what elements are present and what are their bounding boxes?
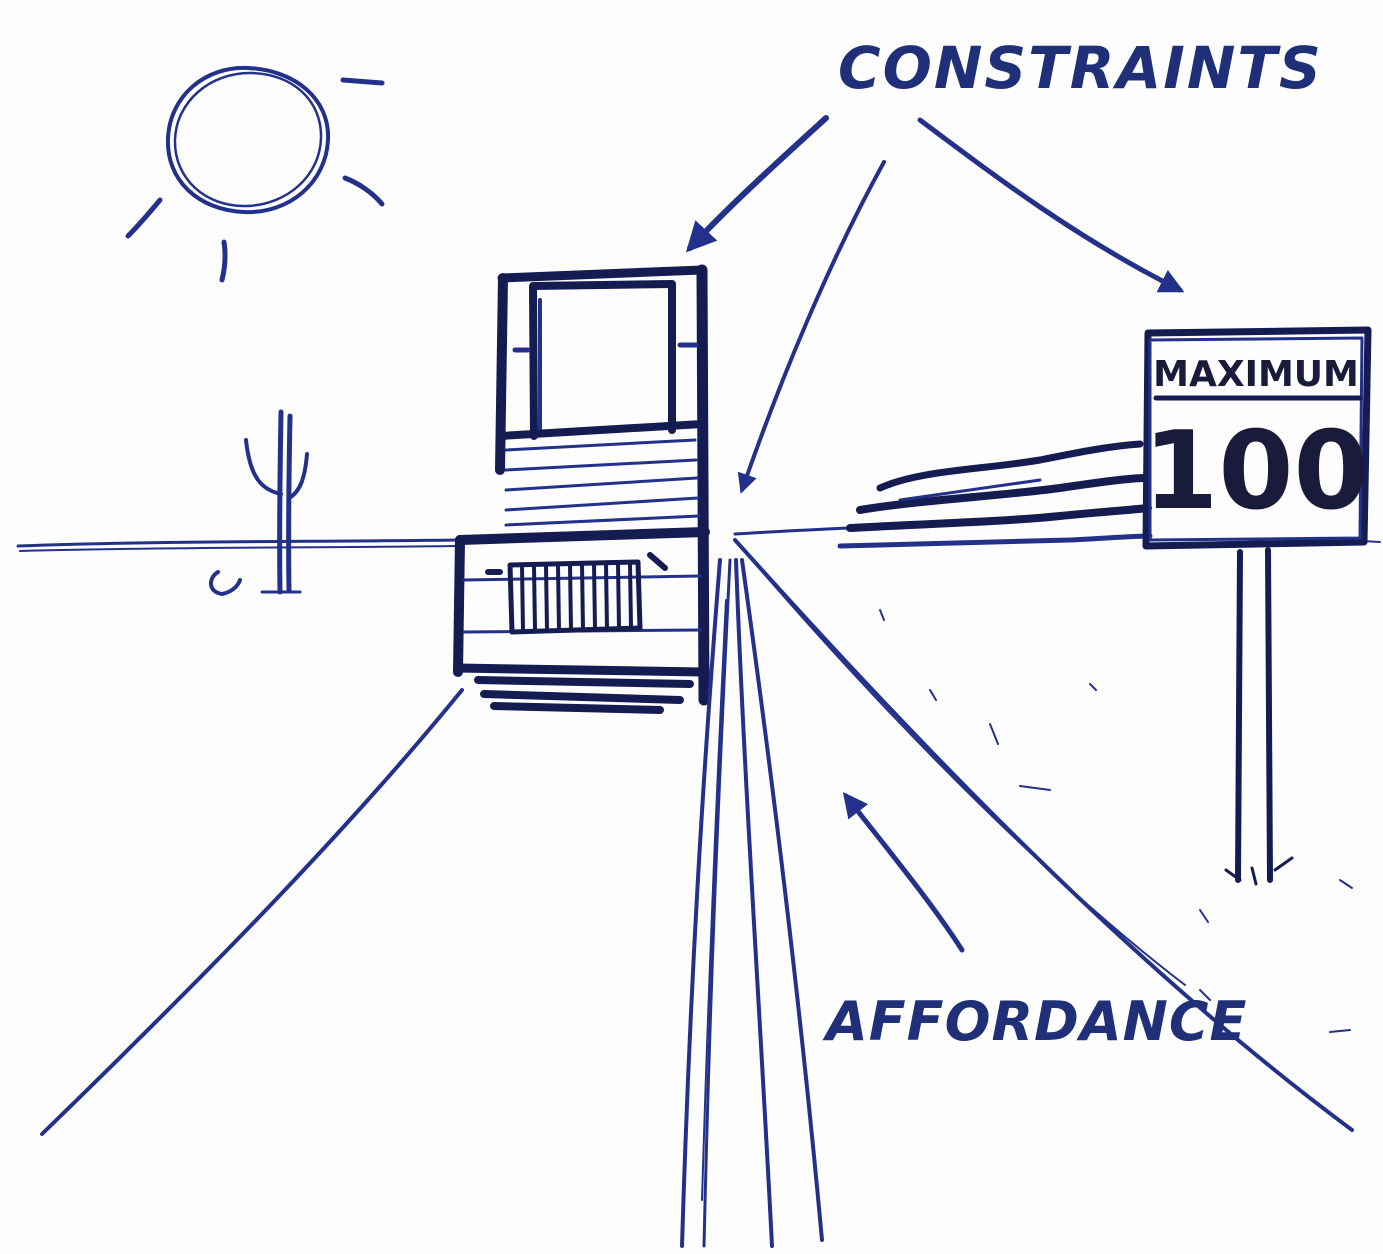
affordance-arrow bbox=[846, 796, 962, 950]
arrow-icon bbox=[920, 120, 1180, 290]
cactus-icon bbox=[211, 412, 307, 594]
arrow-icon bbox=[690, 118, 826, 248]
sun-icon bbox=[128, 68, 382, 280]
arrow-icon bbox=[742, 162, 884, 490]
constraint-arrows bbox=[690, 118, 1180, 490]
arrow-icon bbox=[846, 796, 962, 950]
speed-sign-icon: MAXIMUM 100 bbox=[1143, 330, 1368, 884]
sign-heading: MAXIMUM bbox=[1153, 354, 1359, 395]
constraints-label: CONSTRAINTS bbox=[838, 34, 1323, 102]
truck-icon bbox=[458, 270, 705, 710]
distant-bushes bbox=[840, 444, 1150, 546]
road-icon bbox=[42, 540, 1352, 1246]
sign-value: 100 bbox=[1143, 409, 1368, 534]
ground-texture bbox=[880, 610, 1352, 1032]
affordance-label: AFFORDANCE bbox=[822, 990, 1247, 1053]
